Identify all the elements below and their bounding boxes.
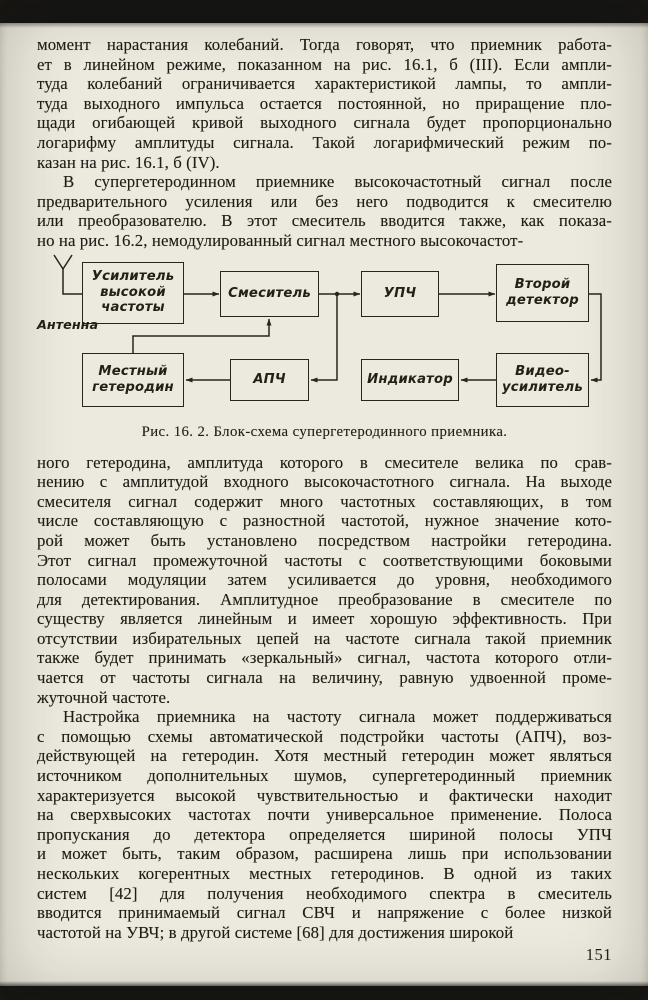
antenna-feed-line: [62, 268, 82, 295]
conn-if-tap-to-afc: [310, 293, 338, 383]
text-line: Этот сигнал промежуточной частоты с соот…: [37, 550, 612, 570]
text-line: туда выходного импульса остается постоян…: [37, 93, 612, 113]
text-line: отсутствии избирательных цепей на частот…: [37, 628, 612, 648]
text-line: смесителя сигнал содержит много частотны…: [37, 491, 612, 511]
text-line: В супергетеродинном приемнике высокочаст…: [63, 172, 612, 192]
diagram-box-mixer: Смеситель: [220, 270, 319, 317]
diagram-box-rf-amplifier: Усилитель высокой частоты: [82, 261, 184, 324]
text-line: но на рис. 16.2, немодулированный сигнал…: [37, 230, 524, 250]
text-line: рой может быть установлено посредством н…: [37, 530, 612, 550]
text-line: чается от частоты сигнала на величину, р…: [37, 668, 612, 688]
text-line: нескольких когерентных местных гетеродин…: [37, 864, 612, 883]
antenna-arms: [53, 254, 73, 270]
text-line: вводится принимаемый сигнал СВЧ и напряж…: [37, 903, 612, 923]
figure-block-diagram: Усилитель высокой частоты Смеситель УПЧ …: [37, 254, 613, 416]
diagram-box-if-amplifier: УПЧ: [361, 270, 439, 317]
text-line: источником дополнительных шумов, суперге…: [37, 766, 612, 786]
text-line: туда колебаний ограничивается характерис…: [37, 74, 612, 94]
text-line: числе составляющую с разностной частотой…: [37, 511, 612, 531]
text-line: также будет принимать «зеркальный» сигна…: [37, 648, 612, 668]
text-line: существу является линейным и имеет хорош…: [37, 609, 612, 629]
text-line: и может быть, таким образом, расширена л…: [37, 844, 612, 864]
text-line: Настройка приемника на частоту сигнала м…: [63, 707, 612, 727]
text-line: частотой на УВЧ; в другой системе [68] д…: [37, 922, 514, 942]
text-line: или преобразователю. В этот смеситель вв…: [37, 211, 612, 231]
text-line: характеризуется высокой чувствительность…: [37, 785, 612, 805]
diagram-box-indicator: Индикатор: [361, 358, 459, 401]
text-line: пропускания до детектора определяется ши…: [37, 824, 612, 844]
text-line: нению с амплитудой входного высокочастот…: [37, 472, 612, 492]
text-line: на сверхвысоких частотах почти универсал…: [37, 805, 612, 825]
text-line: для детектирования. Амплитудное преобраз…: [37, 589, 612, 609]
text-line: казан на рис. 16.1, б (IV).: [37, 152, 220, 172]
diagram-box-afc: АПЧ: [230, 358, 309, 401]
text-line: ного гетеродина, амплитуда которого в см…: [37, 452, 612, 472]
diagram-box-video-amplifier: Видео- усилитель: [496, 352, 589, 407]
diagram-box-second-detector: Второй детектор: [496, 263, 589, 322]
diagram-connections: [53, 254, 602, 383]
text-line: жуточной частоте.: [37, 687, 171, 707]
text-line: ет в линейном режиме, показанном на рис.…: [37, 54, 612, 74]
text-line: систем [42] для получения необходимого с…: [37, 883, 612, 903]
text-line: щади огибающей кривой выходного сигнала …: [37, 113, 612, 133]
antenna-icon: [53, 254, 82, 295]
antenna-label: Антенна: [37, 317, 99, 333]
scan-border-bottom: [0, 981, 648, 1000]
diagram-box-local-oscillator: Местный гетеродин: [82, 352, 184, 407]
scan-border-top: [0, 0, 648, 28]
figure-caption: Рис. 16. 2. Блок-схема супергетеродинног…: [141, 423, 508, 440]
text-line: действующей на гетеродин. Хотя местный г…: [37, 746, 612, 766]
text-line: логарифму амплитуды сигнала. Такой логар…: [37, 132, 612, 152]
conn-detector-to-videoamp: [589, 292, 602, 383]
text-line: предварительного усиления или без него п…: [37, 191, 612, 211]
junction-dot: [334, 291, 340, 296]
text-line: с помощью схемы автоматической подстройк…: [37, 726, 612, 746]
text-line: момент нарастания колебаний. Тогда говор…: [37, 35, 612, 54]
page-number: 151: [585, 945, 612, 965]
text-block-1: момент нарастания колебаний. Тогда говор…: [37, 35, 612, 251]
text-line: полосами модуляции затем усиливается до …: [37, 570, 612, 590]
conn-oscillator-to-mixer: [132, 318, 272, 353]
text-block-2: ного гетеродина, амплитуда которого в см…: [37, 453, 612, 943]
